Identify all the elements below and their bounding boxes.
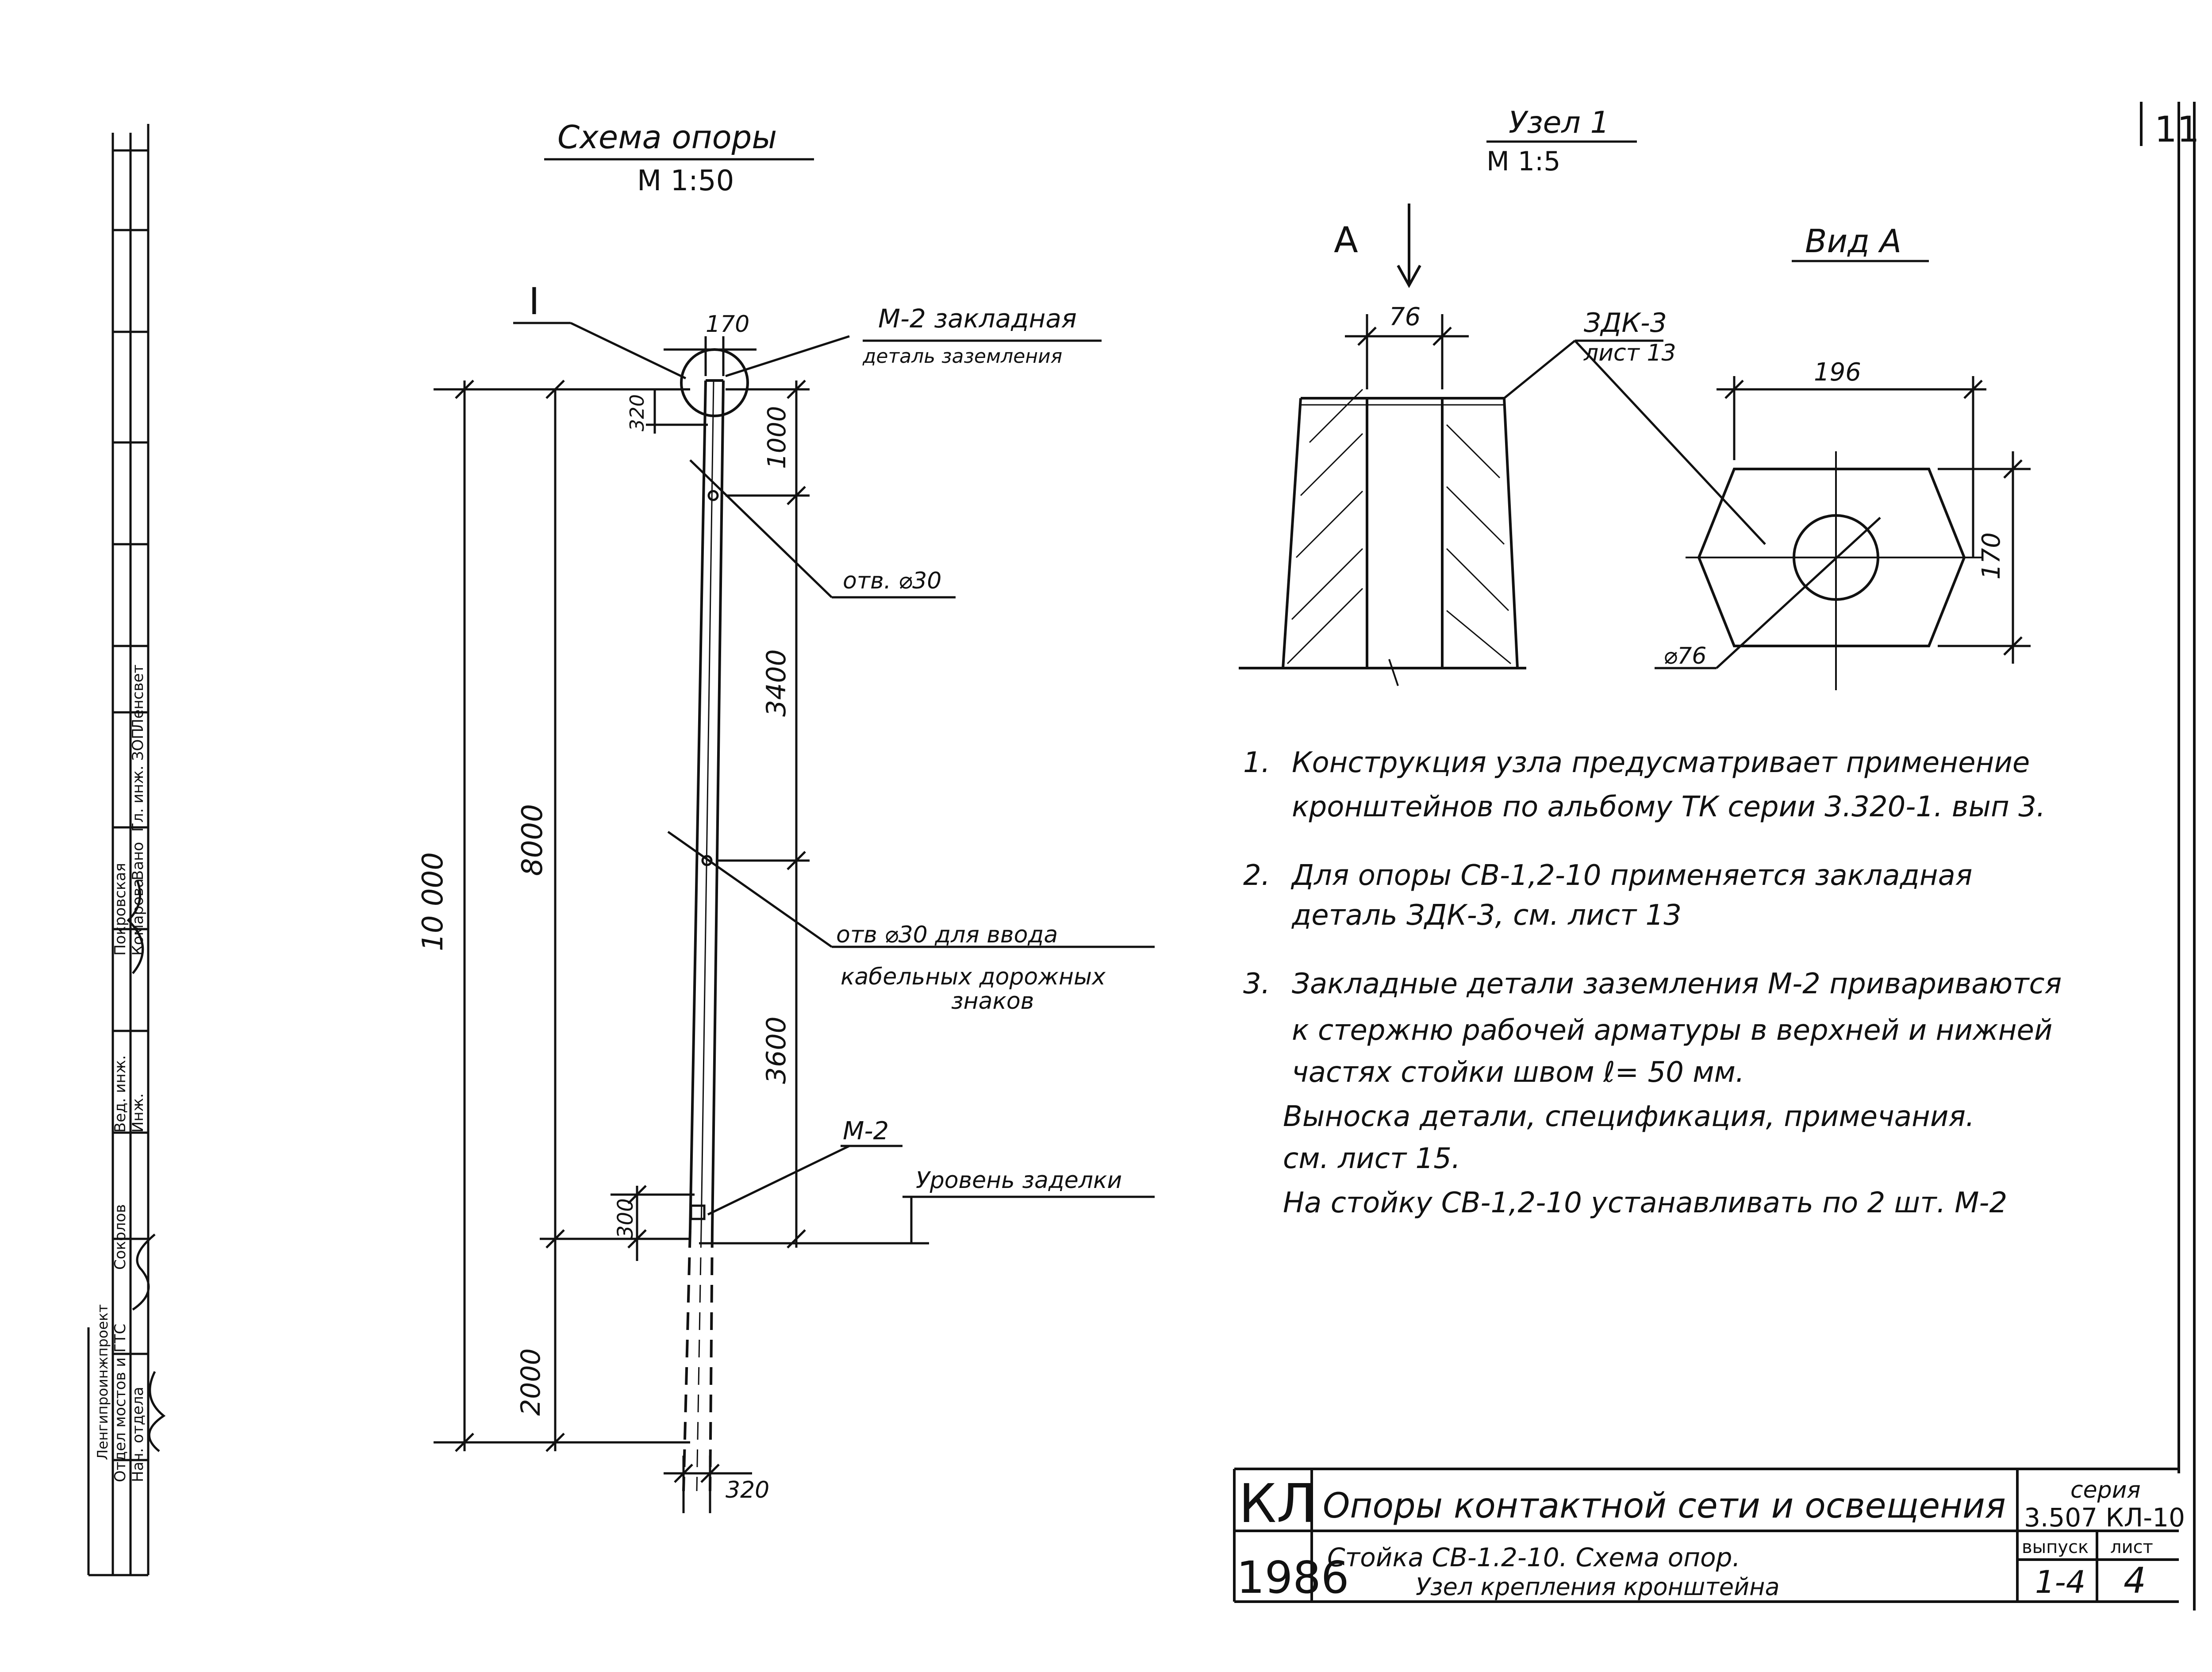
side-stamp-row-3-role: Вед. инж. xyxy=(111,1055,129,1133)
stamp-title-sub-line1: Стойка СВ-1.2-10. Схема опор. xyxy=(1327,1542,1740,1572)
dim-bottom-offset: 300 xyxy=(613,1198,638,1239)
note-3-line-4: Выноска детали, спецификация, примечания… xyxy=(1283,1100,1974,1133)
right-panel-title: Узел 1 xyxy=(1509,105,1609,140)
callout-part-line2: лист 13 xyxy=(1583,340,1676,366)
left-panel-scale: М 1:50 xyxy=(637,165,734,197)
stamp-sheet-label: лист xyxy=(2110,1537,2153,1557)
note-2-line-2: деталь ЗДК-3, см. лист 13 xyxy=(1291,899,1682,932)
dim-base-width: 320 xyxy=(726,1477,769,1503)
note-3-num: 3. xyxy=(1243,968,1270,1000)
stamp-sheet-value: 4 xyxy=(2124,1560,2146,1601)
hole-1 xyxy=(707,490,719,501)
pole xyxy=(689,379,725,1230)
dim-bore: 76 xyxy=(1389,303,1421,331)
view-title: Вид А xyxy=(1805,223,1901,260)
m2-bottom-plate xyxy=(690,1204,706,1220)
note-3-line-3: частях стойки швом ℓ= 50 мм. xyxy=(1292,1056,1744,1089)
right-panel-scale: М 1:5 xyxy=(1486,146,1560,177)
dim-embedded: 2000 xyxy=(515,1348,546,1416)
side-stamp-row-2-role: Нач. отдела xyxy=(129,1387,147,1482)
note-2-line-1: Для опоры СВ-1,2-10 применяется закладна… xyxy=(1290,859,1972,892)
dim-segment-1: 1000 xyxy=(763,406,791,469)
node-section xyxy=(1239,388,1526,686)
node-marker-I: I xyxy=(529,280,540,323)
stamp-series-label: серия xyxy=(2070,1477,2141,1503)
note-3-line-6: На стойку СВ-1,2-10 устанавливать по 2 ш… xyxy=(1283,1187,2007,1219)
callout-hole-2-line1: отв ⌀30 для ввода xyxy=(836,922,1058,948)
side-stamp-row-1-name: Соколов xyxy=(111,1204,129,1270)
note-2-num: 2. xyxy=(1243,859,1270,892)
callout-m2-top-line2: деталь заземления xyxy=(862,345,1062,368)
side-stamp-row-3-name: Покровская xyxy=(111,863,129,956)
dim-segment-2: 3400 xyxy=(761,649,792,717)
side-stamp: Отдел мостов и ГТС Соколов Нач. отдела В… xyxy=(87,124,166,1576)
stamp-series-value: 3.507 КЛ-10 xyxy=(2024,1503,2185,1533)
sheet-frame xyxy=(2140,102,2196,1611)
title-stamp: КЛ 1986 Опоры контактной сети и освещени… xyxy=(1233,1468,2185,1603)
stamp-year: 1986 xyxy=(1237,1552,1349,1603)
page-number: 11 xyxy=(2154,109,2200,150)
pole-embedded xyxy=(682,1230,714,1491)
hole-2 xyxy=(701,855,713,866)
stamp-title-main: Опоры контактной сети и освещения xyxy=(1323,1486,2006,1526)
stamp-title-sub-line2: Узел крепления кронштейна xyxy=(1416,1573,1780,1601)
dim-top-offset: 320 xyxy=(626,394,649,431)
dim-above-ground: 8000 xyxy=(516,804,549,876)
callout-part-line1: ЗДК-3 xyxy=(1584,307,1667,338)
dim-total-height: 10 000 xyxy=(417,852,449,951)
callout-m2-top-line1: М-2 закладная xyxy=(878,304,1077,334)
side-stamp-approved: Вано xyxy=(129,842,147,880)
dim-hex-width: 196 xyxy=(1814,358,1861,387)
side-stamp-signatures xyxy=(127,880,166,1452)
side-stamp-org: Ленгипроинжпроект xyxy=(94,1304,111,1460)
notes: 1. Конструкция узла предусматривает прим… xyxy=(1243,746,2062,1219)
note-1-line-2: кронштейнов по альбому ТК серии 3.320-1.… xyxy=(1292,791,2045,823)
dim-top-width: 170 xyxy=(706,311,749,338)
right-panel: Узел 1 М 1:5 А Вид А xyxy=(1239,105,2031,690)
callout-m2-bottom: М-2 xyxy=(843,1117,889,1145)
side-stamp-row-4-role: Инж. xyxy=(129,1093,147,1133)
left-panel: Схема опоры М 1:50 I xyxy=(417,119,1155,1513)
callout-ground-level: Уровень заделки xyxy=(916,1167,1122,1194)
callout-hole-2-line2: кабельных дорожных xyxy=(841,964,1106,990)
note-3-line-5: см. лист 15. xyxy=(1283,1142,1460,1175)
hex-view xyxy=(1686,451,1982,690)
dim-hex-height: 170 xyxy=(1977,532,2006,580)
note-3-line-2: к стержню рабочей арматуры в верхней и н… xyxy=(1292,1014,2052,1047)
dim-hole-dia: ⌀76 xyxy=(1663,643,1706,669)
note-1-line-1: Конструкция узла предусматривает примене… xyxy=(1292,746,2030,779)
callout-hole-2-line3: знаков xyxy=(951,988,1034,1015)
left-panel-title: Схема опоры xyxy=(557,119,777,156)
stamp-code: КЛ xyxy=(1239,1473,1316,1535)
side-stamp-row-1-role: Отдел мостов и ГТС xyxy=(111,1324,129,1482)
side-stamp-row-5-name: Ленсвет xyxy=(129,665,147,730)
side-stamp-row-5-role: Гл. инж. ЗОП xyxy=(129,728,147,832)
note-3-line-1: Закладные детали заземления М-2 приварив… xyxy=(1292,968,2062,1000)
callout-hole-1: отв. ⌀30 xyxy=(843,568,941,594)
dim-segment-3: 3600 xyxy=(761,1016,792,1084)
stamp-issue-label: выпуск xyxy=(2022,1537,2089,1557)
note-1-num: 1. xyxy=(1243,746,1270,779)
stamp-issue-value: 1-4 xyxy=(2035,1564,2085,1600)
view-marker-A: А xyxy=(1334,219,1358,261)
node-circle xyxy=(680,348,749,417)
